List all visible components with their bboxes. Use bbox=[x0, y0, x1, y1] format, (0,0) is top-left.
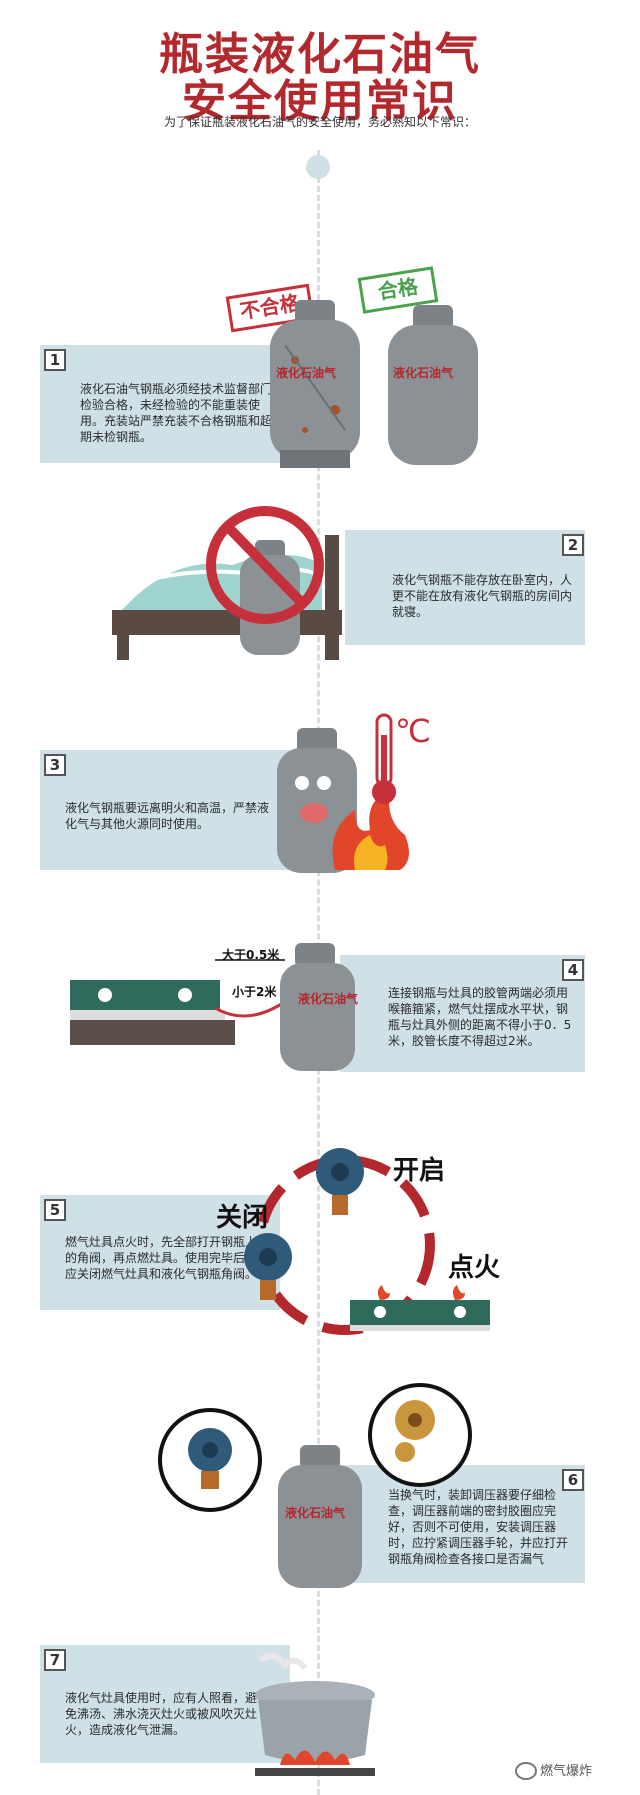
valve-open-icon bbox=[316, 1148, 364, 1215]
step2-panel bbox=[345, 530, 585, 645]
title-line1: 瓶装液化石油气 bbox=[159, 29, 481, 80]
hose-label: 小于2米 bbox=[232, 985, 277, 999]
distance-label: 大于0.5米 bbox=[222, 948, 280, 962]
thermometer-icon bbox=[372, 713, 396, 804]
timeline-dot bbox=[306, 155, 330, 179]
step1-panel bbox=[40, 345, 290, 463]
step5-text: 燃气灶具点火时，先全部打开钢瓶上的角阀，再点燃灶具。使用完毕后，应关闭燃气灶具和… bbox=[65, 1235, 258, 1281]
subtitle: 为了保证瓶装液化石油气的安全使用，务必熟知以下常识： bbox=[163, 115, 476, 129]
stove-icon bbox=[70, 980, 235, 1045]
wechat-icon bbox=[515, 1762, 537, 1780]
step2-text: 液化气钢瓶不能存放在卧室内，人更不能在放有液化气钢瓶的房间内就寝。 bbox=[392, 573, 573, 619]
no-sign-icon bbox=[206, 506, 324, 655]
step4-text: 连接钢瓶与灶具的胶管两端必须用喉箍箍紧，燃气灶摆成水平状，钢瓶与灶具外侧的距离不… bbox=[388, 986, 572, 1048]
step4-panel bbox=[340, 955, 585, 1072]
cylinder6-label: 液化石油气 bbox=[285, 1506, 346, 1520]
step7-number: 7 bbox=[44, 1649, 66, 1671]
cylinder-hose-icon bbox=[214, 943, 355, 1071]
step3-text: 液化气钢瓶要远离明火和高温，严禁液化气与其他火源同时使用。 bbox=[65, 801, 270, 831]
step1-text: 液化石油气钢瓶必须经技术监督部门检验合格，未经检验的不能重装使用。充装站严禁充装… bbox=[80, 382, 273, 444]
open-label: 开启 bbox=[393, 1156, 446, 1186]
title-line2: 安全使用常识 bbox=[182, 76, 458, 127]
valve-close-icon bbox=[244, 1233, 292, 1300]
step6-number: 6 bbox=[562, 1469, 584, 1491]
step2-number: 2 bbox=[562, 534, 584, 556]
step7-panel bbox=[40, 1645, 290, 1763]
cylinder-good-label: 液化石油气 bbox=[393, 366, 454, 380]
cylinder-bad-label: 液化石油气 bbox=[276, 366, 337, 380]
close-label: 关闭 bbox=[216, 1203, 269, 1233]
step5-panel bbox=[40, 1195, 280, 1310]
watermark-text: 燃气爆炸 bbox=[540, 1764, 593, 1779]
fire-icon bbox=[332, 790, 409, 870]
regulator-zoom-icon bbox=[368, 1383, 472, 1487]
step6-text: 当换气时，装卸调压器要仔细检查，调压器前端的密封胶圈应完好，否则不可使用，安装调… bbox=[388, 1488, 569, 1566]
step3-number: 3 bbox=[44, 754, 66, 776]
step7-text: 液化气灶具使用时，应有人照看，避免沸汤、沸水浇灭灶火或被风吹灭灶火，造成液化气泄… bbox=[65, 1691, 258, 1737]
ignite-label: 点火 bbox=[448, 1253, 501, 1283]
step5-number: 5 bbox=[44, 1199, 66, 1221]
boiling-pot-icon bbox=[255, 1653, 375, 1776]
stove-ignite-icon bbox=[350, 1285, 490, 1331]
cylinder-bad-icon bbox=[270, 300, 360, 468]
valve-zoom-icon bbox=[158, 1408, 262, 1512]
step1-number: 1 bbox=[44, 349, 66, 371]
step4-number: 4 bbox=[562, 959, 584, 981]
cylinder4-label: 液化石油气 bbox=[298, 992, 359, 1006]
step6-panel bbox=[345, 1465, 585, 1583]
celsius-label: ℃ bbox=[395, 712, 431, 750]
cylinder-good-icon bbox=[388, 305, 478, 465]
cylinder6-icon bbox=[278, 1445, 362, 1588]
step3-panel bbox=[40, 750, 290, 870]
